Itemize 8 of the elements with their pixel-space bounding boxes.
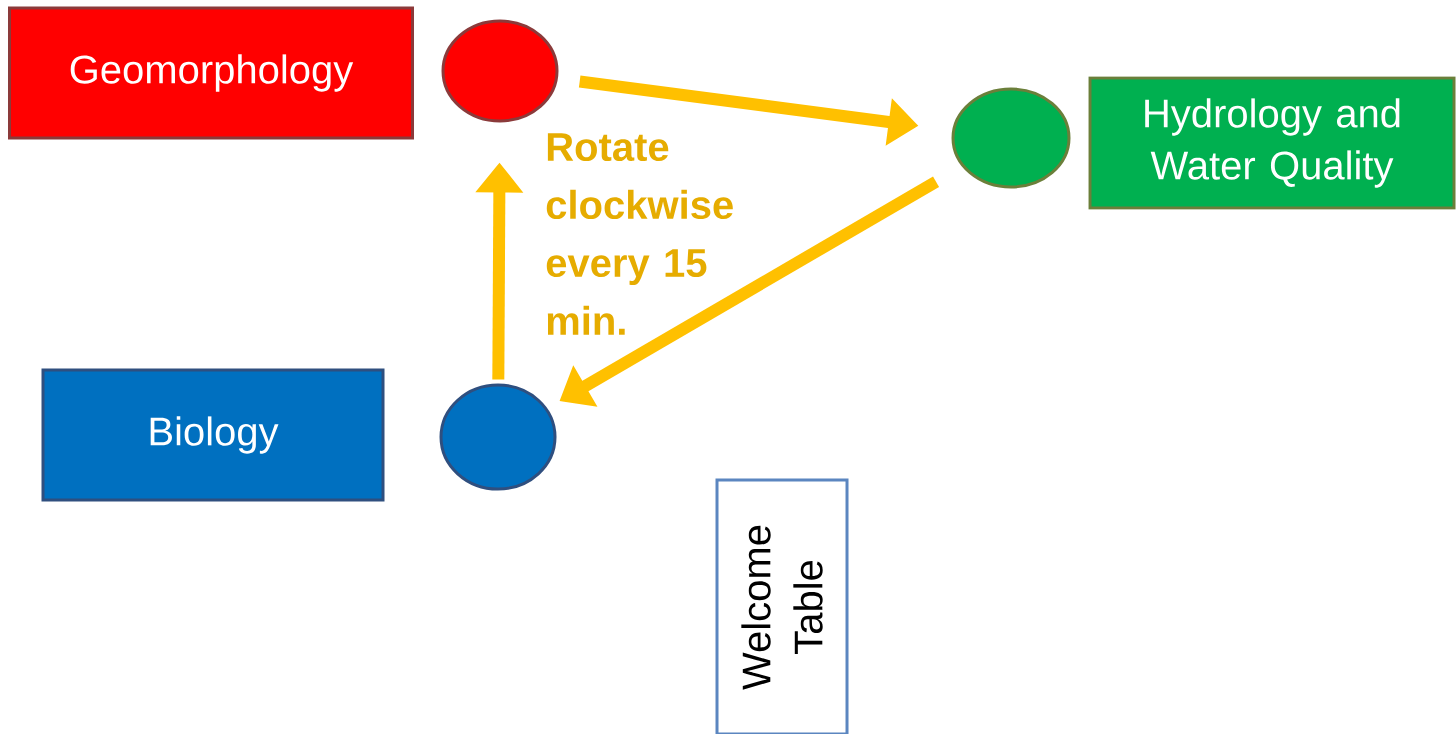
label-box: Biology xyxy=(41,368,385,502)
label-box: Welcome Table xyxy=(715,478,849,734)
station-circle xyxy=(439,383,557,491)
label-box: Geomorphology xyxy=(8,6,414,140)
station-circle xyxy=(951,87,1071,189)
station-circle xyxy=(441,19,559,123)
label-box: Hydrology and Water Quality xyxy=(1088,76,1456,210)
instruction-text: Rotate clockwise every 15 min. xyxy=(546,133,733,335)
